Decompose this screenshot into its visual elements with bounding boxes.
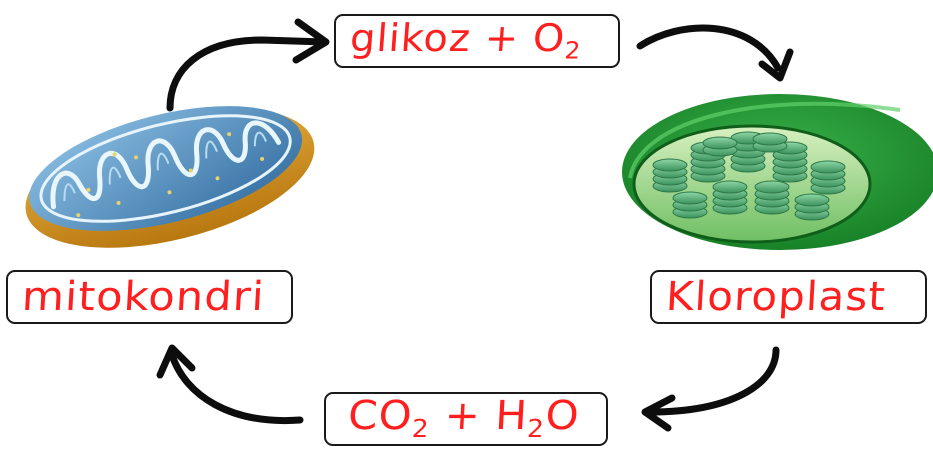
thylakoid-disc <box>702 136 738 150</box>
label-co2-h2o: CO2 + H2O <box>346 393 581 444</box>
arrow-kloroplast-to-co2 <box>641 346 780 432</box>
label-box-glukoz-o2: glikoz + O2 <box>334 14 620 68</box>
mitochondrion-illustration <box>25 106 315 248</box>
mito-cristae <box>50 120 282 210</box>
arrow-co2-to-mito <box>156 344 304 425</box>
label-mitokondri: mitokondri <box>20 274 267 320</box>
chloro-grana <box>652 131 846 221</box>
thylakoid-disc <box>712 180 748 194</box>
label-box-kloroplast: Kloroplast <box>650 270 927 324</box>
thylakoid-disc <box>794 193 830 207</box>
thylakoid-disc <box>652 158 688 172</box>
chloroplast-illustration <box>622 94 933 250</box>
thylakoid-disc <box>754 180 790 194</box>
label-box-co2-h2o: CO2 + H2O <box>324 392 608 446</box>
thylakoid-disc <box>672 191 708 205</box>
label-glukoz-o2: glikoz + O2 <box>348 15 583 65</box>
arrow-glukoz-to-kloroplast <box>636 24 794 82</box>
arrow-mito-to-glukoz <box>166 18 330 112</box>
thylakoid-disc <box>752 132 788 146</box>
label-kloroplast: Kloroplast <box>664 274 888 320</box>
thylakoid-disc <box>810 160 846 174</box>
label-box-mitokondri: mitokondri <box>6 270 293 324</box>
